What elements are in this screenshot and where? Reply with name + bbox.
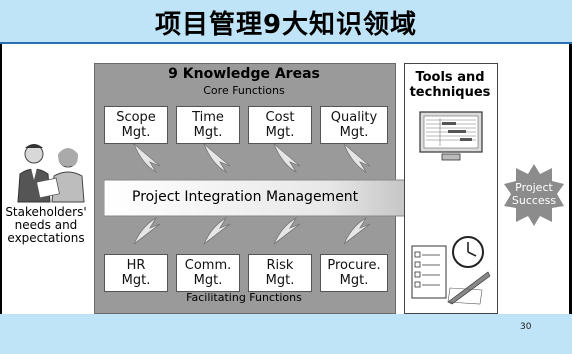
fac-arrow-1: [133, 216, 161, 245]
core-arrow-4: [343, 143, 371, 174]
fac-arrow-3: [273, 216, 301, 245]
connector-arrows: [133, 143, 371, 245]
facilitating-functions-label: Facilitating Functions: [186, 291, 302, 304]
project-success-label: Project Success: [511, 181, 557, 207]
scope-mgt-label: Scope Mgt.: [116, 110, 156, 140]
scope-mgt-box: Scope Mgt.: [104, 106, 168, 144]
tools-title: Tools and techniques: [409, 70, 491, 100]
procure-mgt-box: Procure. Mgt.: [320, 254, 388, 292]
fac-arrow-4: [343, 216, 371, 245]
integration-label: Project Integration Management: [132, 189, 359, 205]
title-bar: [0, 0, 572, 44]
core-functions-label: Core Functions: [203, 84, 285, 97]
time-mgt-label: Time Mgt.: [192, 110, 224, 140]
cost-mgt-box: Cost Mgt.: [248, 106, 312, 144]
hr-mgt-label: HR Mgt.: [121, 258, 151, 288]
knowledge-areas-title: 9 Knowledge Areas: [168, 66, 320, 82]
procure-mgt-label: Procure. Mgt.: [327, 258, 381, 288]
stakeholders-people-icon: [17, 144, 85, 203]
stakeholders-label: Stakeholders' needs and expectations: [5, 205, 87, 245]
bottom-band: [0, 314, 572, 354]
quality-mgt-box: Quality Mgt.: [320, 106, 388, 144]
page-number: 30: [520, 322, 532, 332]
quality-mgt-label: Quality Mgt.: [330, 110, 378, 140]
slide-title: 项目管理9大知识领域: [154, 10, 418, 40]
clock-checklist-icon: [411, 236, 491, 305]
cost-mgt-label: Cost Mgt.: [265, 110, 295, 140]
comm-mgt-box: Comm. Mgt.: [176, 254, 240, 292]
core-arrow-2: [203, 143, 231, 174]
monitor-icon: [419, 111, 483, 161]
comm-mgt-label: Comm. Mgt.: [184, 258, 232, 288]
risk-mgt-box: Risk Mgt.: [248, 254, 312, 292]
right-border: [569, 44, 572, 314]
fac-arrow-2: [203, 216, 231, 245]
time-mgt-box: Time Mgt.: [176, 106, 240, 144]
project-success-burst: [504, 164, 564, 226]
hr-mgt-box: HR Mgt.: [104, 254, 168, 292]
left-border: [0, 44, 2, 314]
risk-mgt-label: Risk Mgt.: [265, 258, 295, 288]
core-arrow-1: [133, 143, 161, 174]
core-arrow-3: [273, 143, 301, 174]
